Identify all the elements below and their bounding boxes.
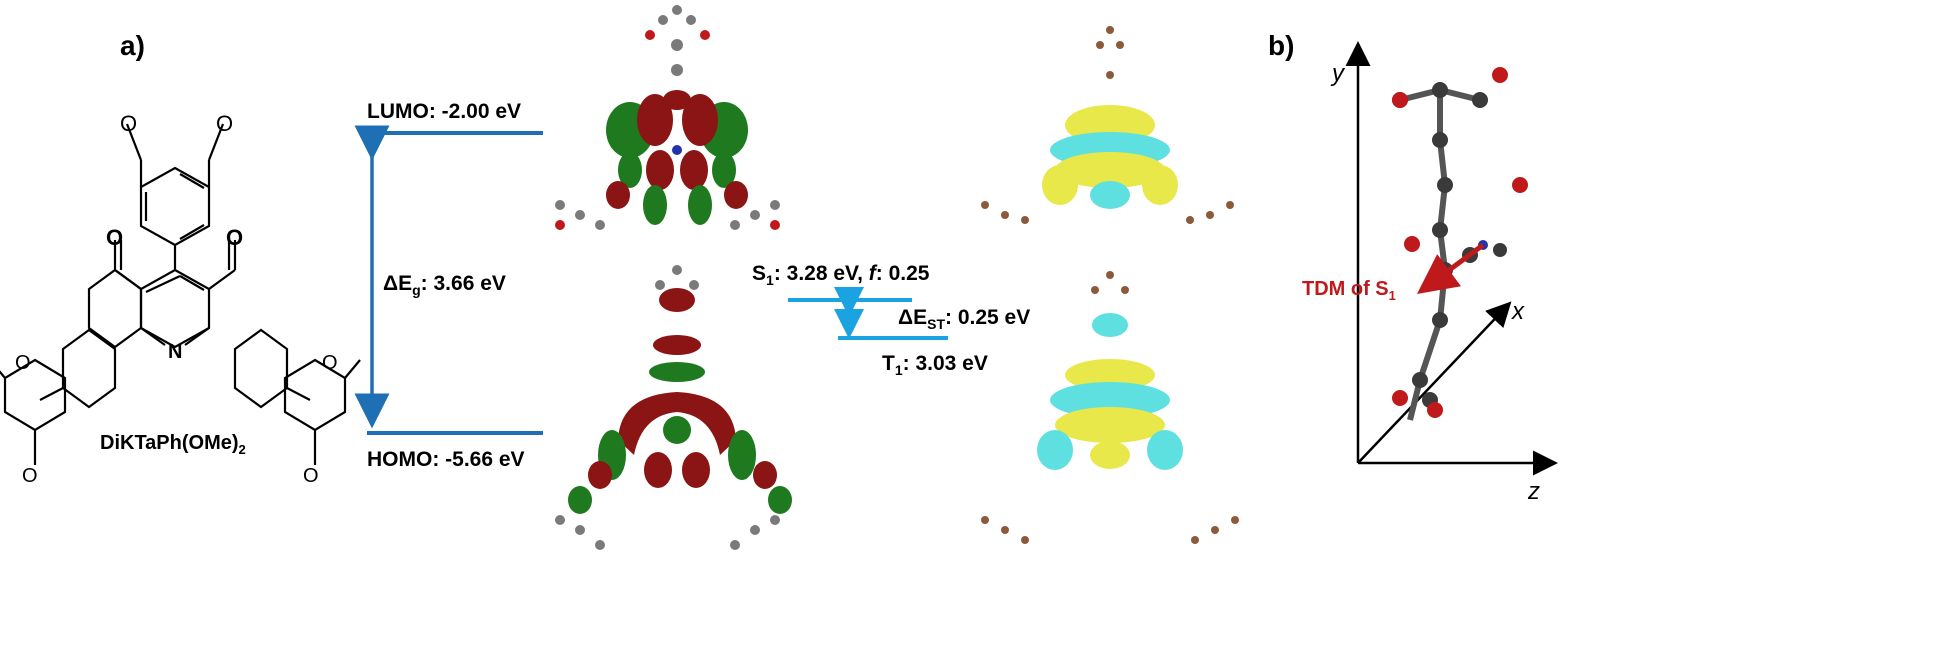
molecule-name-sub: 2	[238, 442, 246, 457]
molecule-name-main: DiKTaPh(OMe)	[100, 432, 239, 454]
tdm-label-main: TDM of S	[1302, 278, 1389, 300]
est-label-sub: ST	[927, 316, 945, 333]
s1-density-image	[981, 26, 1234, 224]
chemical-structure	[0, 123, 361, 465]
atom-o-left-lower: O	[15, 352, 31, 374]
gap-label-main: ΔE	[383, 272, 413, 295]
gap-label-sub: g	[412, 282, 421, 299]
atom-o-left-bottom: O	[22, 465, 38, 487]
energy-levels	[354, 125, 948, 435]
atom-o-right-lower: O	[322, 352, 338, 374]
t1-label: T1: 3.03 eV	[882, 352, 988, 378]
atom-o-carbonyl-right: O	[226, 225, 244, 250]
tdm-label: TDM of S1	[1302, 278, 1396, 303]
est-value: : 0.25 eV	[945, 306, 1031, 329]
tdm-axes	[1345, 41, 1558, 476]
t1-label-sub: 1	[894, 362, 903, 379]
tdm-arrow	[1416, 242, 1485, 294]
est-label-main: ΔE	[898, 306, 928, 329]
atom-o-carbonyl-left: O	[106, 225, 124, 250]
t1-value: : 3.03 eV	[902, 352, 988, 375]
s1-f-value: : 0.25	[875, 262, 930, 285]
s1-f: f	[868, 262, 876, 285]
homo-label: HOMO: -5.66 eV	[367, 448, 525, 471]
gap-value: : 3.66 eV	[420, 272, 506, 295]
z-axis-label: z	[1528, 478, 1540, 505]
s1-value: : 3.28 eV,	[773, 262, 869, 285]
panel-a-label: a)	[120, 30, 145, 61]
panel-b-label: b)	[1268, 30, 1295, 61]
s1-label: S1: 3.28 eV, f: 0.25	[752, 262, 929, 288]
t1-label-main: T	[882, 352, 895, 375]
s1-label-sub: 1	[766, 272, 774, 289]
tdm-label-sub: 1	[1388, 288, 1396, 303]
atom-o-top-right: O	[216, 111, 234, 136]
molecule-name: DiKTaPh(OMe)2	[100, 432, 246, 457]
tdm-molecule	[1392, 67, 1528, 421]
x-axis-label: x	[1512, 298, 1524, 325]
gap-label: ΔEg: 3.66 eV	[383, 272, 506, 298]
lumo-label: LUMO: -2.00 eV	[367, 100, 522, 123]
est-label: ΔEST: 0.25 eV	[898, 306, 1030, 332]
s1-label-main: S	[752, 262, 767, 285]
homo-orbital-image	[555, 265, 792, 550]
y-axis-label: y	[1332, 60, 1344, 87]
atom-n: N	[168, 341, 183, 363]
atom-o-right-bottom: O	[303, 465, 319, 487]
x-axis	[1357, 301, 1512, 464]
lumo-orbital-image	[555, 5, 780, 230]
t1-density-image	[981, 271, 1239, 544]
top-phenyl-ring	[139, 166, 211, 247]
atom-o-top-left: O	[120, 111, 138, 136]
